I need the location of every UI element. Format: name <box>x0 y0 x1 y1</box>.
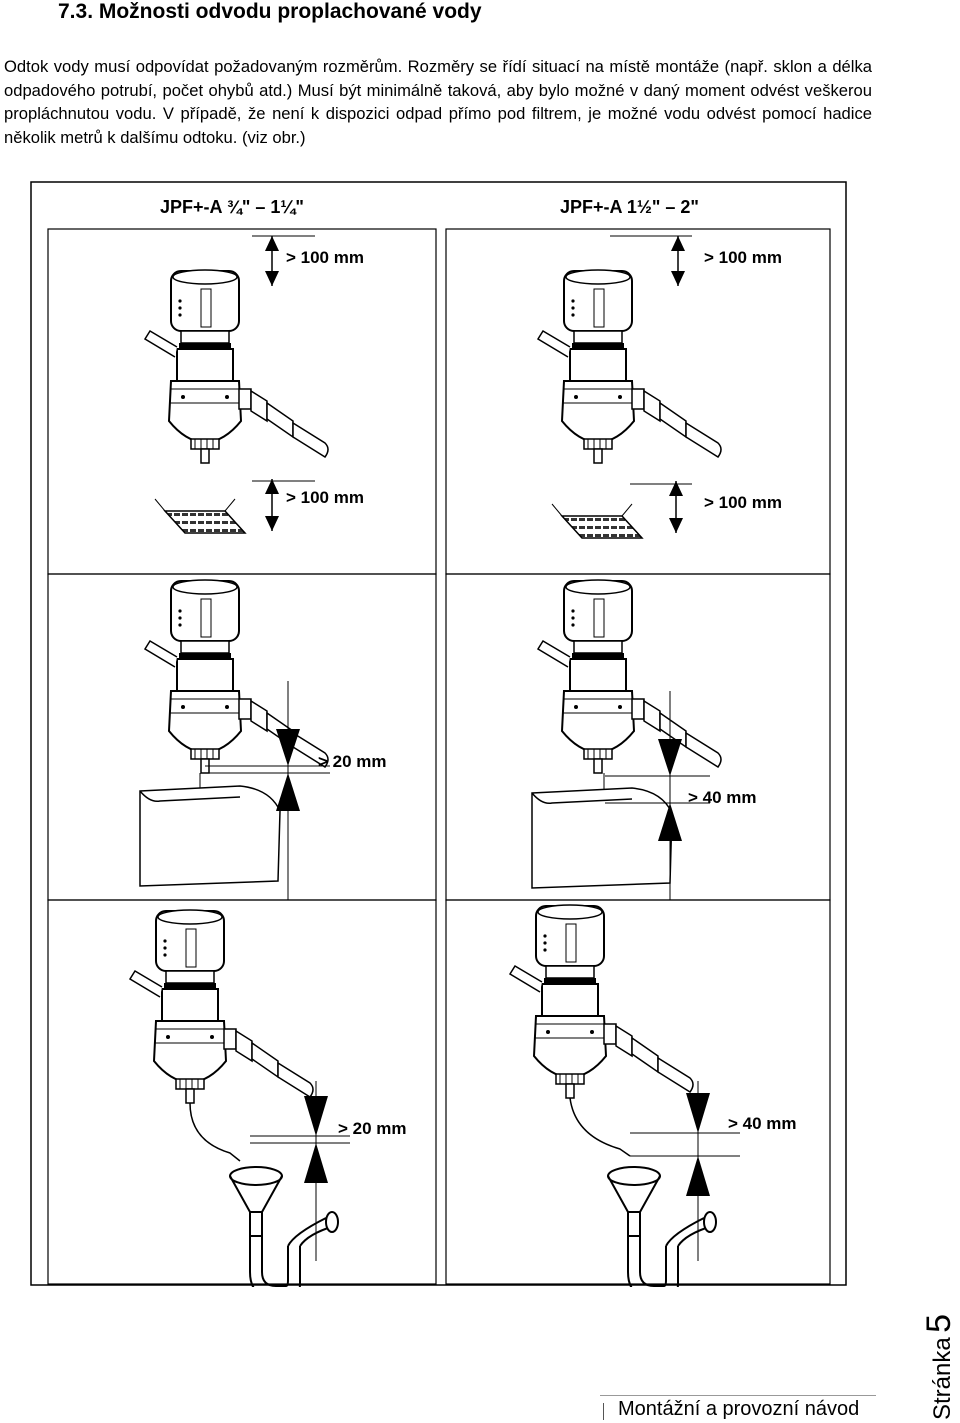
installation-figure: JPF+-A ¾" – 1¼" JPF+-A 1½" – 2" > 100 mm… <box>30 181 847 1287</box>
section-heading: 7.3. Možnosti odvodu proplachované vody <box>58 0 482 23</box>
dimension-label: > 40 mm <box>688 788 757 807</box>
body-paragraph: Odtok vody musí odpovídat požadovaným ro… <box>4 57 872 147</box>
dimension-label: > 20 mm <box>338 1119 407 1138</box>
footer-rule <box>600 1395 876 1396</box>
page-number: Stránka 5 <box>920 1314 959 1420</box>
dimension-label: > 20 mm <box>318 752 387 771</box>
dimension-label: > 40 mm <box>728 1114 797 1133</box>
footer-separator <box>603 1403 604 1420</box>
page-word: Stránka <box>929 1337 956 1420</box>
dimension-label: > 100 mm <box>286 248 364 267</box>
dimension-label: > 100 mm <box>704 493 782 512</box>
footer-title: Montážní a provozní návod <box>618 1398 860 1420</box>
toilet-tank <box>139 785 281 887</box>
right-column-title: JPF+-A 1½" – 2" <box>560 197 699 217</box>
page-number-value: 5 <box>920 1313 958 1333</box>
dimension-label: > 100 mm <box>704 248 782 267</box>
left-column-title: JPF+-A ¾" – 1¼" <box>160 197 304 217</box>
dimension-label: > 100 mm <box>286 488 364 507</box>
